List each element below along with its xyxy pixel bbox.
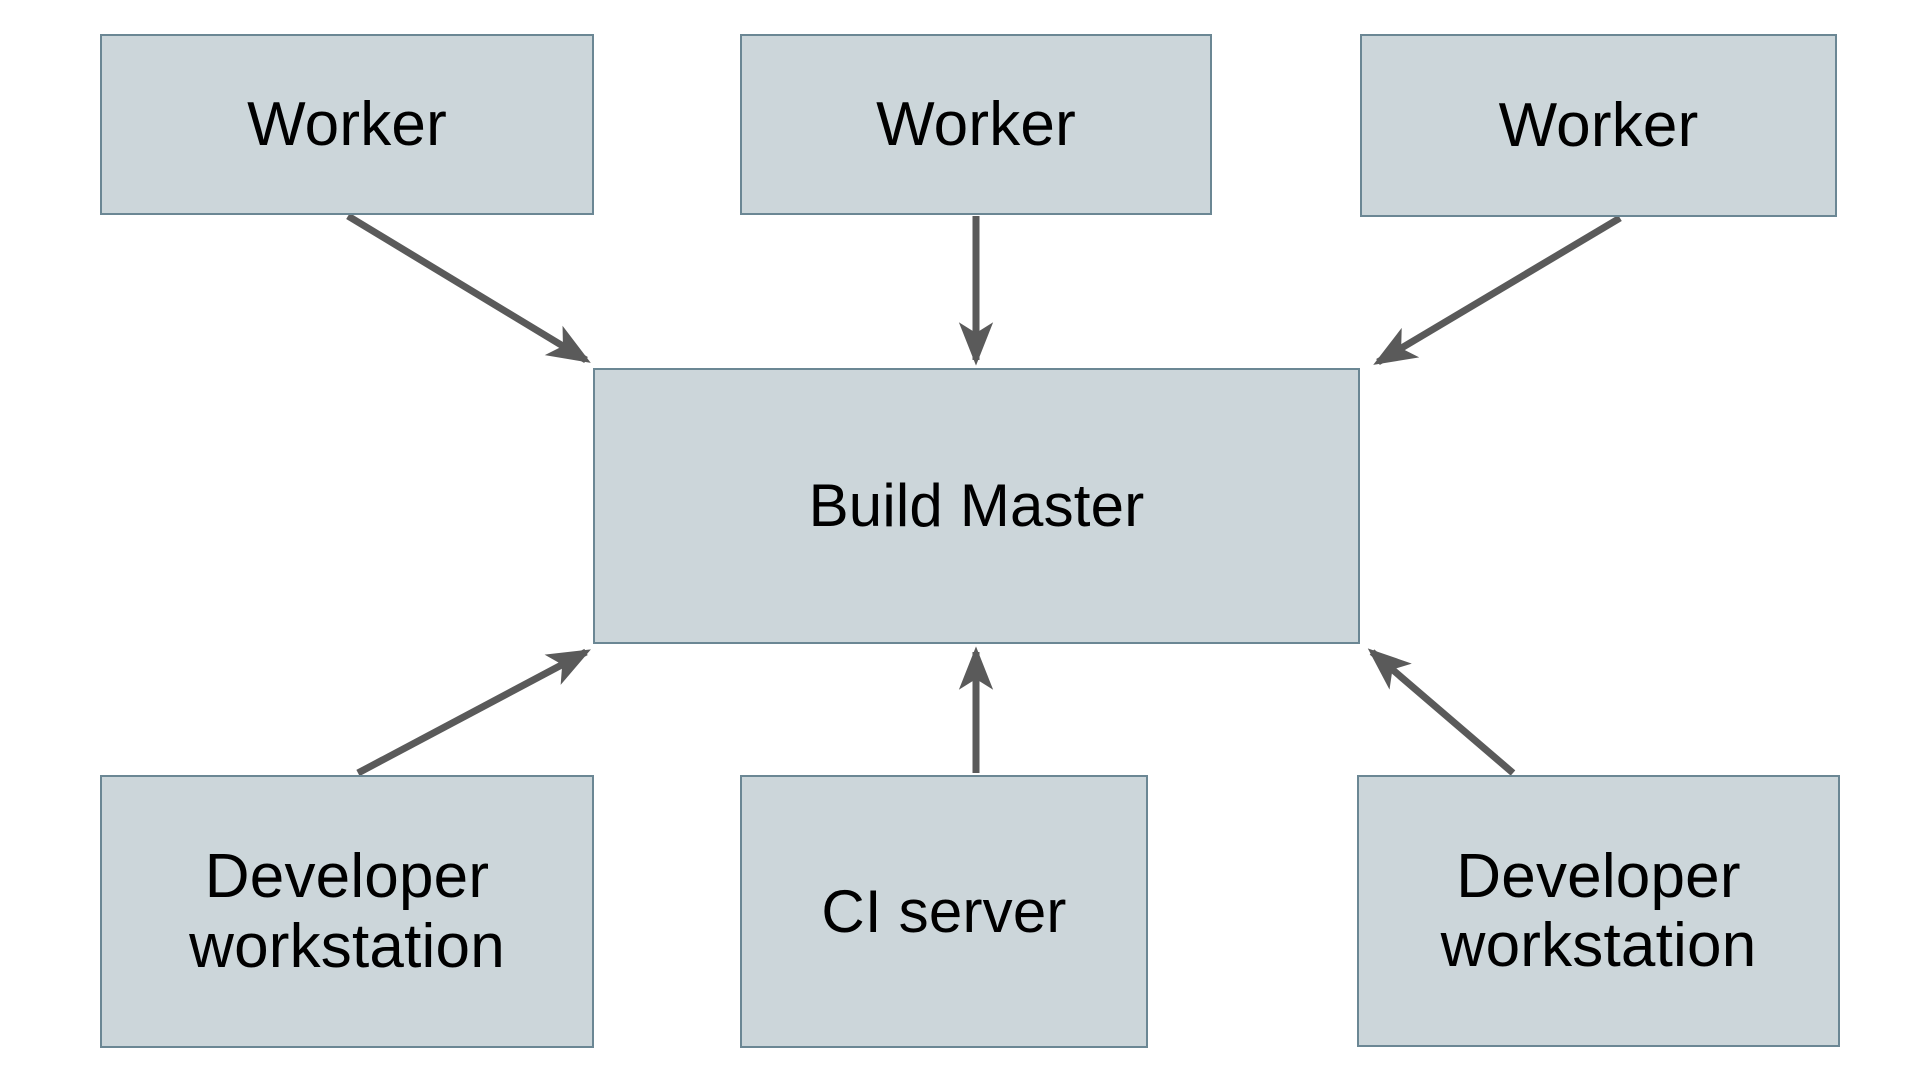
edge-worker-1-to-build-master [346, 213, 591, 363]
node-worker-2[interactable]: Worker [740, 34, 1212, 215]
node-worker-1-label: Worker [247, 89, 447, 159]
node-worker-3[interactable]: Worker [1360, 34, 1837, 217]
node-developer-workstation-left[interactable]: Developer workstation [100, 775, 594, 1048]
node-worker-3-label: Worker [1498, 90, 1699, 160]
edge-dev-ws-right-to-build-master [1367, 648, 1516, 776]
node-worker-1[interactable]: Worker [100, 34, 594, 215]
node-build-master[interactable]: Build Master [593, 368, 1360, 644]
node-build-master-label: Build Master [808, 472, 1145, 540]
node-developer-workstation-left-label: Developer workstation [189, 842, 505, 981]
node-worker-2-label: Worker [876, 89, 1076, 159]
node-ci-server[interactable]: CI server [740, 775, 1148, 1048]
node-ci-server-label: CI server [821, 877, 1067, 945]
edge-worker-3-to-build-master [1373, 214, 1622, 366]
edge-dev-ws-left-to-build-master [356, 648, 591, 777]
node-developer-workstation-right-label: Developer workstation [1440, 841, 1757, 980]
node-developer-workstation-right[interactable]: Developer workstation [1357, 775, 1840, 1047]
